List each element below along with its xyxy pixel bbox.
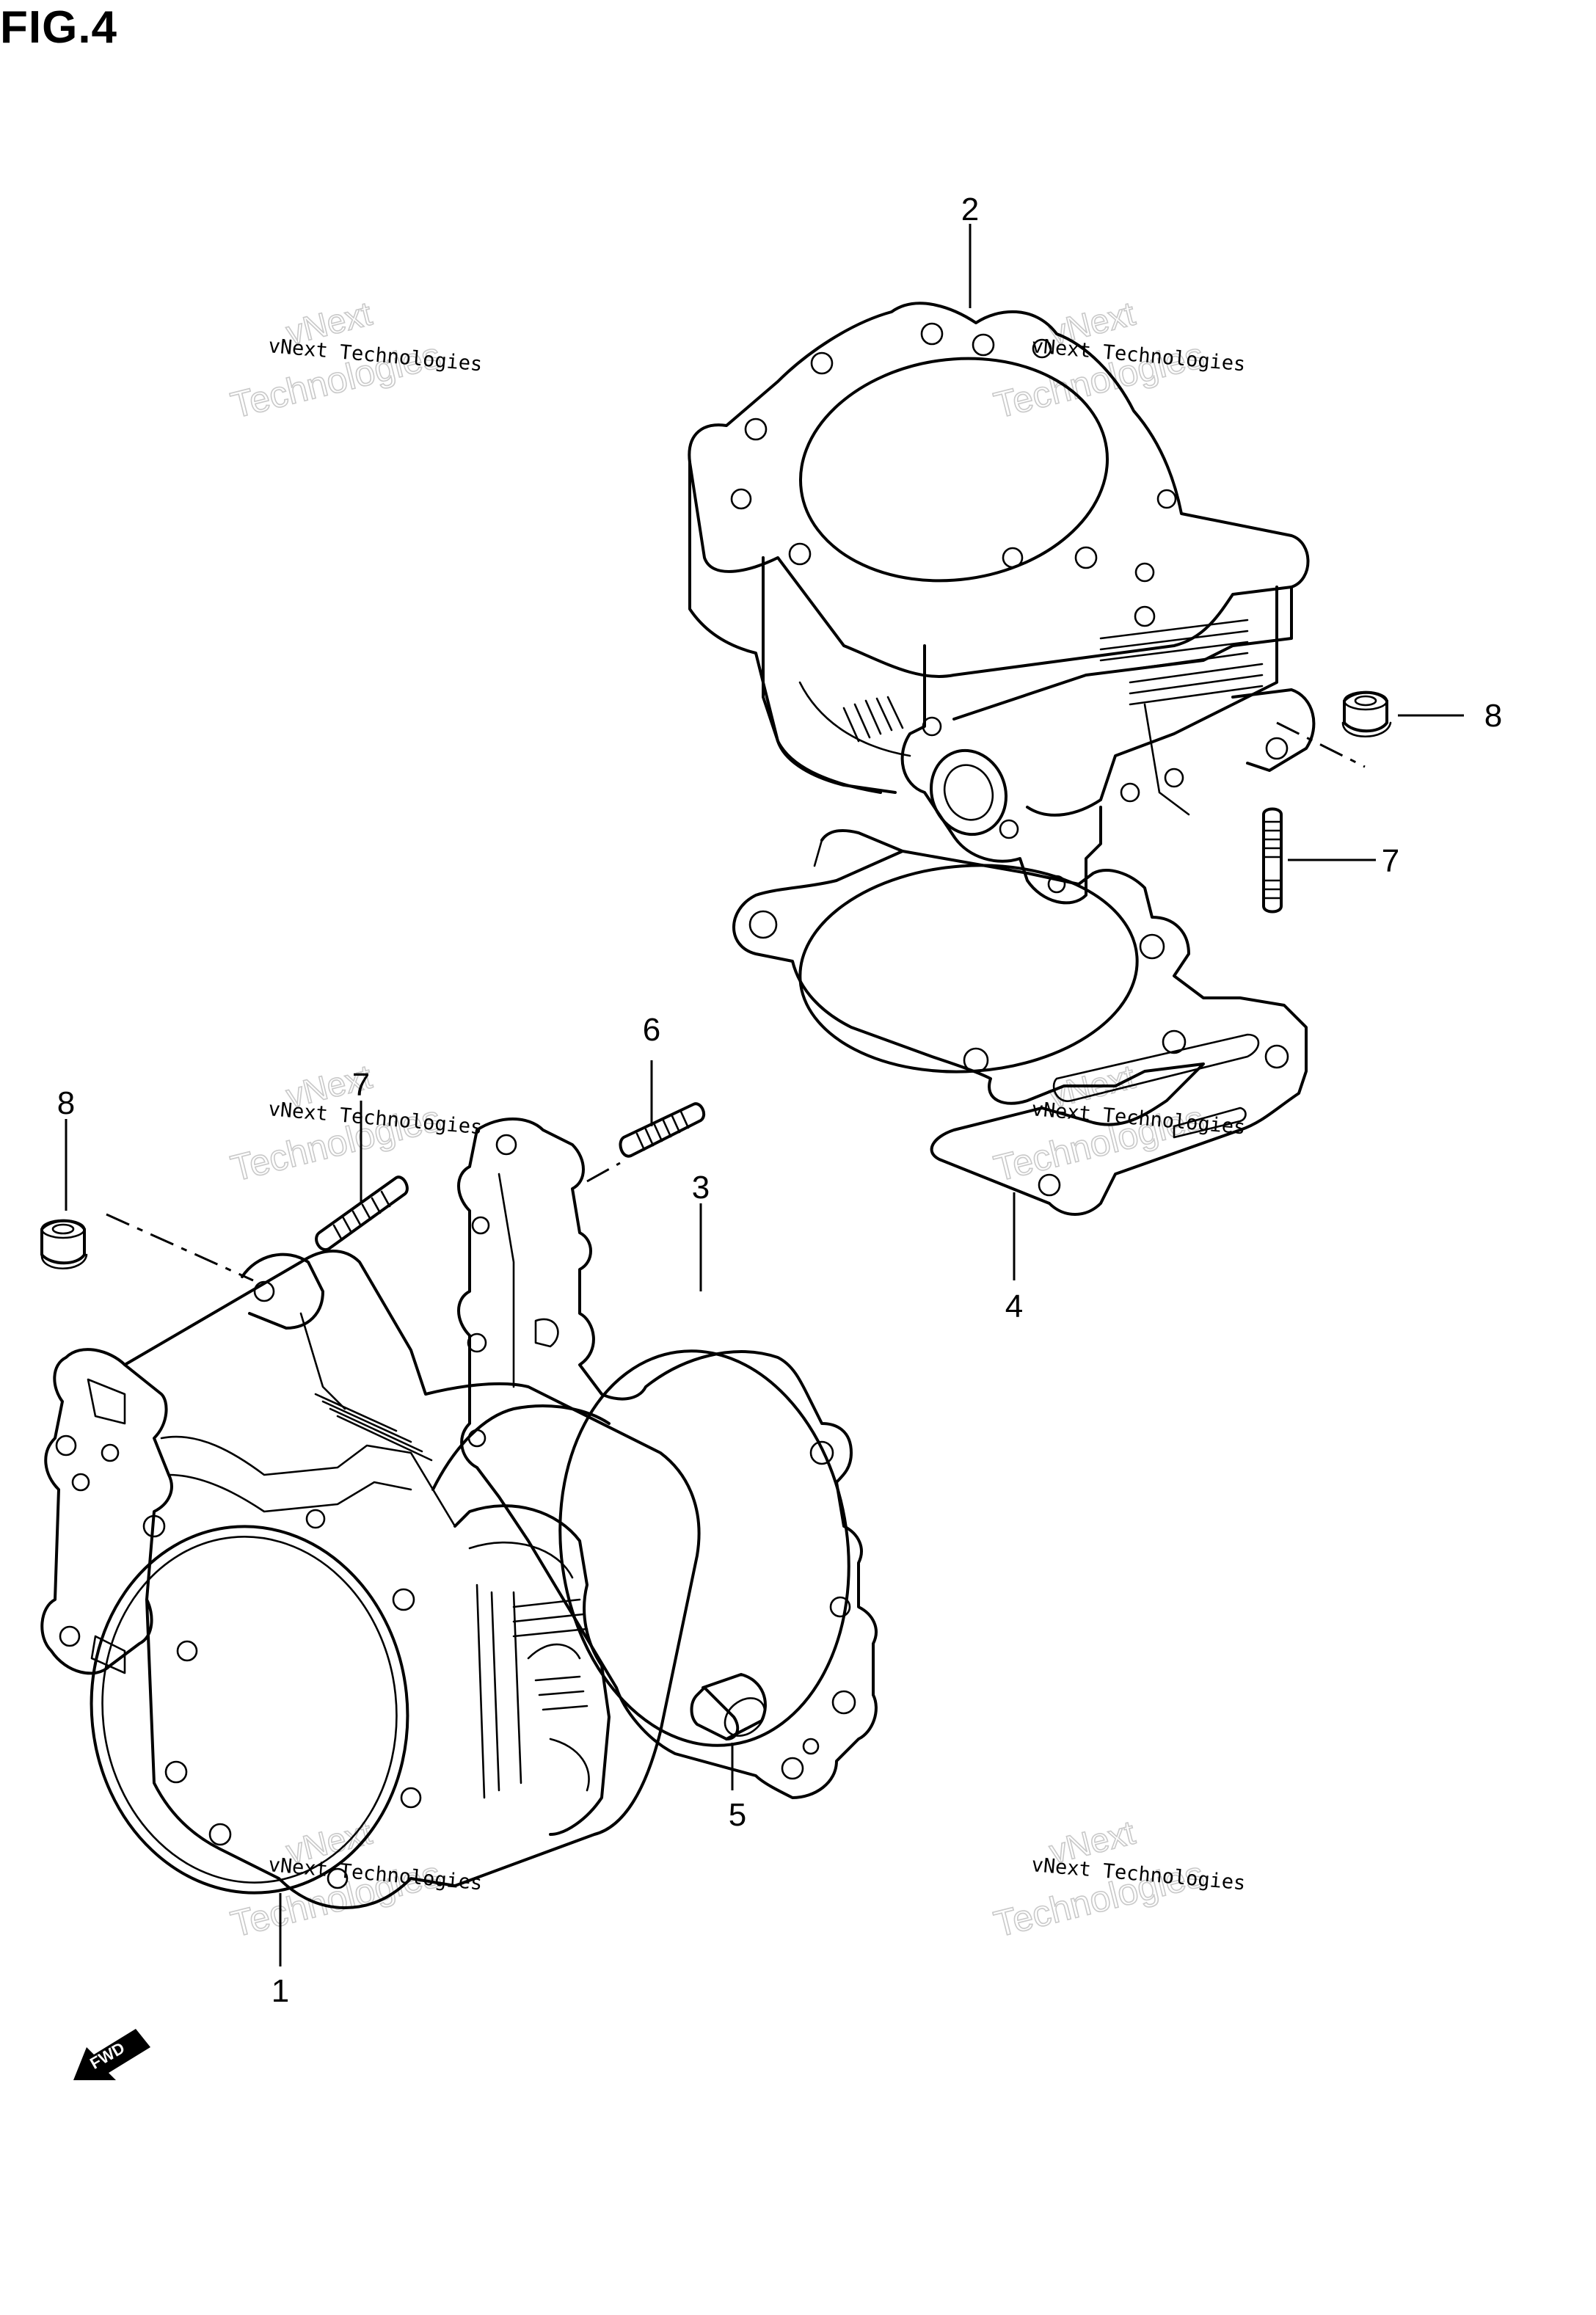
dowel-pin-5	[690, 1673, 767, 1740]
upper-stud	[1262, 807, 1283, 914]
leader-lines	[65, 224, 1464, 1966]
callout-8-upper: 8	[1484, 698, 1502, 734]
callout-1: 1	[272, 1973, 289, 2009]
figure-title: FIG.4	[0, 2, 118, 53]
watermark-top-left: vNext Technologies vNext Technologies	[226, 294, 483, 427]
callout-7-lower: 7	[352, 1067, 370, 1103]
stud-6-dashline	[586, 1162, 621, 1183]
upper-gasket	[732, 829, 1308, 1216]
upper-nut	[1341, 690, 1392, 737]
callout-6: 6	[643, 1012, 660, 1048]
callout-7-upper: 7	[1382, 843, 1399, 879]
upper-cylinder	[688, 302, 1316, 905]
watermark-group: vNext Technologies vNext Technologies vN…	[226, 294, 1246, 1946]
stud-7-lower	[315, 1175, 409, 1252]
fwd-arrow-icon: FWD	[73, 2029, 150, 2080]
callout-5: 5	[729, 1797, 746, 1833]
callout-labels: 2 8 7 4 6 7 3 8 5 1	[57, 192, 1502, 2009]
callout-2: 2	[961, 192, 979, 227]
lower-nut-dashline	[106, 1213, 254, 1282]
watermark-bottom-right: vNext Technologies vNext Technologies	[989, 1812, 1246, 1946]
callout-4: 4	[1005, 1288, 1023, 1324]
upper-nut-dashline	[1276, 721, 1366, 768]
watermark-bottom-left: vNext Technologies vNext Technologies	[226, 1812, 483, 1946]
lower-nut	[40, 1219, 88, 1269]
stud-6	[619, 1102, 706, 1158]
callout-3: 3	[692, 1170, 710, 1206]
lower-cylinder	[40, 1250, 701, 1909]
callout-8-lower: 8	[57, 1085, 75, 1121]
